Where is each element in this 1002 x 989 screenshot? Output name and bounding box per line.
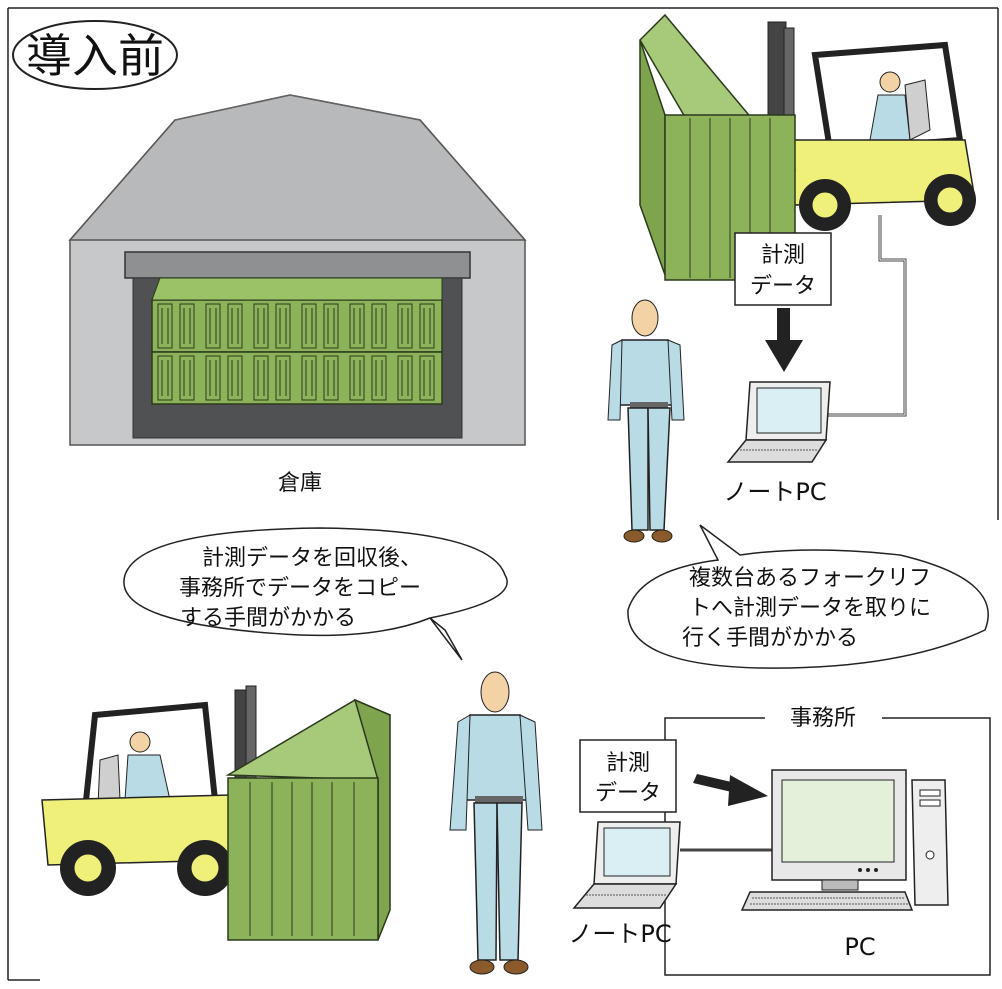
top-measurement-data-tag: 計測 データ — [734, 232, 832, 306]
office-label: 事務所 — [790, 706, 856, 731]
left-speech-bubble: 計測データを回収後、 事務所でデータをコピー する手間がかかる — [123, 527, 508, 661]
top-data-tag-line2: データ — [750, 274, 816, 299]
bottom-measurement-data-tag: 計測 データ — [579, 739, 677, 813]
stacked-containers — [151, 277, 443, 405]
top-worker — [607, 299, 685, 543]
warehouse-label: 倉庫 — [278, 471, 322, 496]
title-badge: 導入前 — [12, 20, 178, 90]
office-box — [664, 717, 991, 976]
warehouse-illustration — [68, 94, 527, 446]
bottom-container — [225, 698, 391, 941]
left-bubble-line3: する手間がかかる — [180, 606, 356, 631]
top-container — [639, 13, 796, 283]
bottom-laptop-label: ノートPC — [568, 920, 671, 948]
left-bubble-line1: 計測データを回収後、 — [202, 546, 422, 571]
right-bubble-line3: 行く手間がかかる — [682, 626, 858, 651]
bottom-worker — [449, 671, 543, 975]
desktop-pc-icon — [740, 769, 949, 911]
top-laptop-label: ノートPC — [723, 478, 826, 506]
page-border — [7, 7, 999, 981]
down-arrow-icon — [765, 308, 803, 372]
top-data-tag-line1: 計測 — [761, 243, 805, 268]
bottom-laptop-icon — [572, 821, 681, 909]
top-forklift — [767, 21, 976, 231]
pc-label: PC — [844, 933, 875, 961]
bottom-forklift — [41, 685, 257, 896]
right-bubble-line1: 複数台あるフォークリフ — [689, 566, 931, 591]
right-bubble-line2: トへ計測データを取りに — [689, 596, 931, 621]
right-speech-bubble: 複数台あるフォークリフ トへ計測データを取りに 行く手間がかかる — [627, 524, 989, 669]
top-cable — [828, 215, 907, 417]
title-badge-text: 導入前 — [26, 29, 164, 83]
right-arrow-icon — [693, 774, 768, 806]
left-bubble-line2: 事務所でデータをコピー — [179, 576, 421, 601]
top-laptop-icon — [726, 381, 831, 463]
bottom-data-tag-line1: 計測 — [606, 751, 650, 776]
bottom-data-tag-line2: データ — [595, 781, 661, 806]
